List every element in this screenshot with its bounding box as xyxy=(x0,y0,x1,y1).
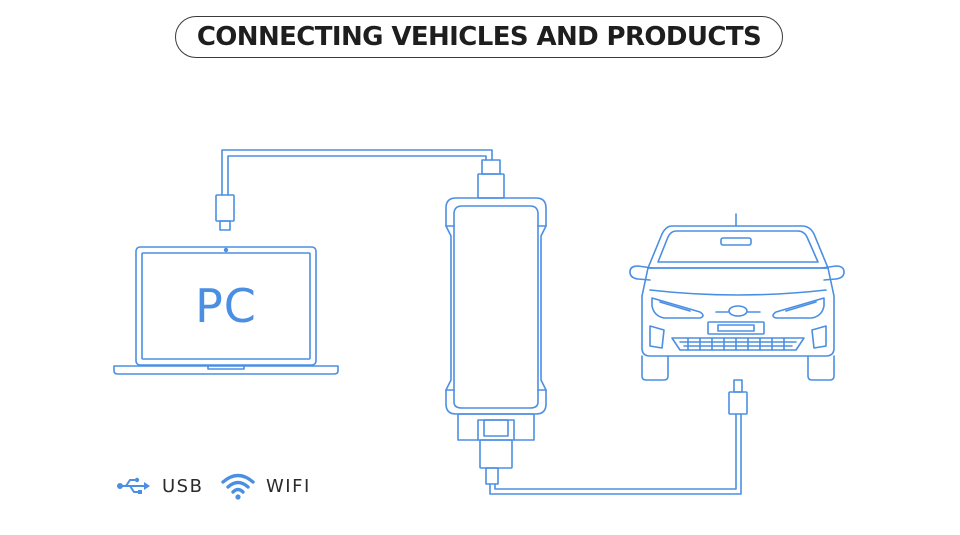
laptop xyxy=(113,246,339,375)
legend-wifi-label: WIFI xyxy=(266,475,311,497)
obd-cable xyxy=(479,379,748,495)
title-pill: CONNECTING VEHICLES AND PRODUCTS xyxy=(175,16,783,58)
car xyxy=(629,213,845,381)
wifi-icon xyxy=(220,472,256,500)
pc-label: PC xyxy=(195,279,257,333)
vci-device xyxy=(445,197,547,441)
legend-usb-label: USB xyxy=(162,475,204,497)
legend-wifi: WIFI xyxy=(220,472,311,500)
usb-icon xyxy=(116,476,152,496)
legend-usb: USB xyxy=(116,472,203,500)
usb-cable-pc xyxy=(215,149,505,231)
page-title: CONNECTING VEHICLES AND PRODUCTS xyxy=(196,22,762,52)
